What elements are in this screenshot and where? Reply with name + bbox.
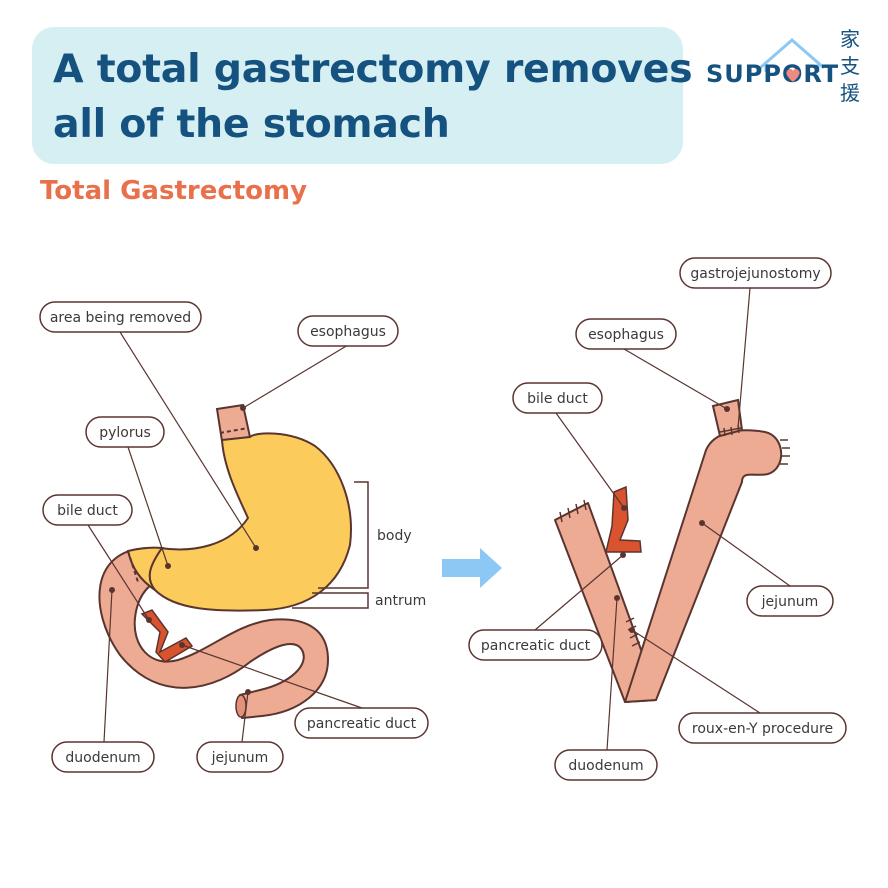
label-esophagus-left: esophagus	[297, 315, 399, 347]
esophagus-stub-right	[711, 398, 744, 438]
label-roux-en-y: roux-en-Y procedure	[678, 712, 847, 744]
svg-text:area being removed: area being removed	[50, 310, 191, 326]
logo-heart-icon	[786, 68, 800, 82]
jejunum-opening	[235, 694, 247, 718]
label-body: body	[377, 528, 412, 544]
arrow-right-icon	[442, 548, 502, 588]
support-logo: SUPPORT 家 支 援	[700, 27, 870, 110]
svg-text:gastrojejunostomy: gastrojejunostomy	[690, 266, 820, 282]
svg-text:jejunum: jejunum	[761, 594, 819, 610]
roux-en-y-illustration	[534, 287, 791, 751]
stomach-before-illustration	[87, 331, 369, 743]
staple-lines	[554, 424, 790, 647]
jejunum-limb	[624, 429, 783, 703]
logo-wordmark: SUPPORT	[706, 60, 840, 88]
logo-cjk-2: 支	[840, 54, 860, 78]
label-pylorus: pylorus	[85, 416, 165, 448]
page-title: A total gastrectomy removes all of the st…	[53, 42, 693, 152]
title-line-2: all of the stomach	[53, 101, 450, 147]
logo-cjk-3: 援	[840, 81, 860, 105]
label-esophagus-right: esophagus	[575, 318, 677, 350]
diagram-subtitle: Total Gastrectomy	[40, 176, 308, 206]
label-bile-duct-left: bile duct	[42, 494, 133, 526]
label-gastrojejunostomy: gastrojejunostomy	[679, 257, 832, 289]
label-pancreatic-duct-right: pancreatic duct	[468, 629, 603, 661]
svg-text:bile duct: bile duct	[527, 391, 588, 407]
right-leader-lines	[534, 287, 791, 751]
svg-text:pancreatic duct: pancreatic duct	[481, 638, 591, 654]
duodenum-loop	[98, 547, 329, 719]
left-leader-lines	[87, 331, 363, 743]
label-pancreatic-duct-left: pancreatic duct	[294, 707, 429, 739]
svg-text:roux-en-Y procedure: roux-en-Y procedure	[692, 721, 833, 737]
label-duodenum-right: duodenum	[554, 749, 658, 781]
logo-cjk-1: 家	[840, 27, 860, 51]
svg-text:jejunum: jejunum	[211, 750, 269, 766]
cut-line-top	[219, 427, 249, 434]
left-marker-dots	[109, 405, 259, 695]
body-bracket	[318, 481, 369, 589]
title-line-1: A total gastrectomy removes	[53, 46, 693, 92]
svg-text:esophagus: esophagus	[310, 324, 386, 340]
esophagus-stub-left	[215, 403, 252, 443]
svg-text:esophagus: esophagus	[588, 327, 664, 343]
label-duodenum-left: duodenum	[51, 741, 155, 773]
bile-duct-right	[605, 485, 642, 553]
label-antrum: antrum	[375, 593, 426, 609]
label-area-removed: area being removed	[39, 301, 202, 333]
label-jejunum-left: jejunum	[196, 741, 284, 773]
logo-cjk-text: 家 支 援	[840, 26, 864, 107]
svg-text:pancreatic duct: pancreatic duct	[307, 716, 417, 732]
right-marker-dots	[614, 406, 730, 633]
svg-text:pylorus: pylorus	[99, 425, 151, 441]
logo-house-icon	[759, 38, 825, 72]
label-jejunum-right: jejunum	[746, 585, 834, 617]
cut-line-pylorus	[127, 550, 139, 583]
title-banner	[32, 27, 683, 164]
pylorus-junction	[126, 546, 164, 591]
antrum-bracket	[292, 592, 369, 609]
bile-duct-left	[140, 609, 194, 663]
svg-text:bile duct: bile duct	[57, 503, 118, 519]
label-bile-duct-right: bile duct	[512, 382, 603, 414]
svg-text:duodenum: duodenum	[65, 750, 140, 766]
stomach-body	[148, 432, 352, 612]
svg-text:duodenum: duodenum	[568, 758, 643, 774]
